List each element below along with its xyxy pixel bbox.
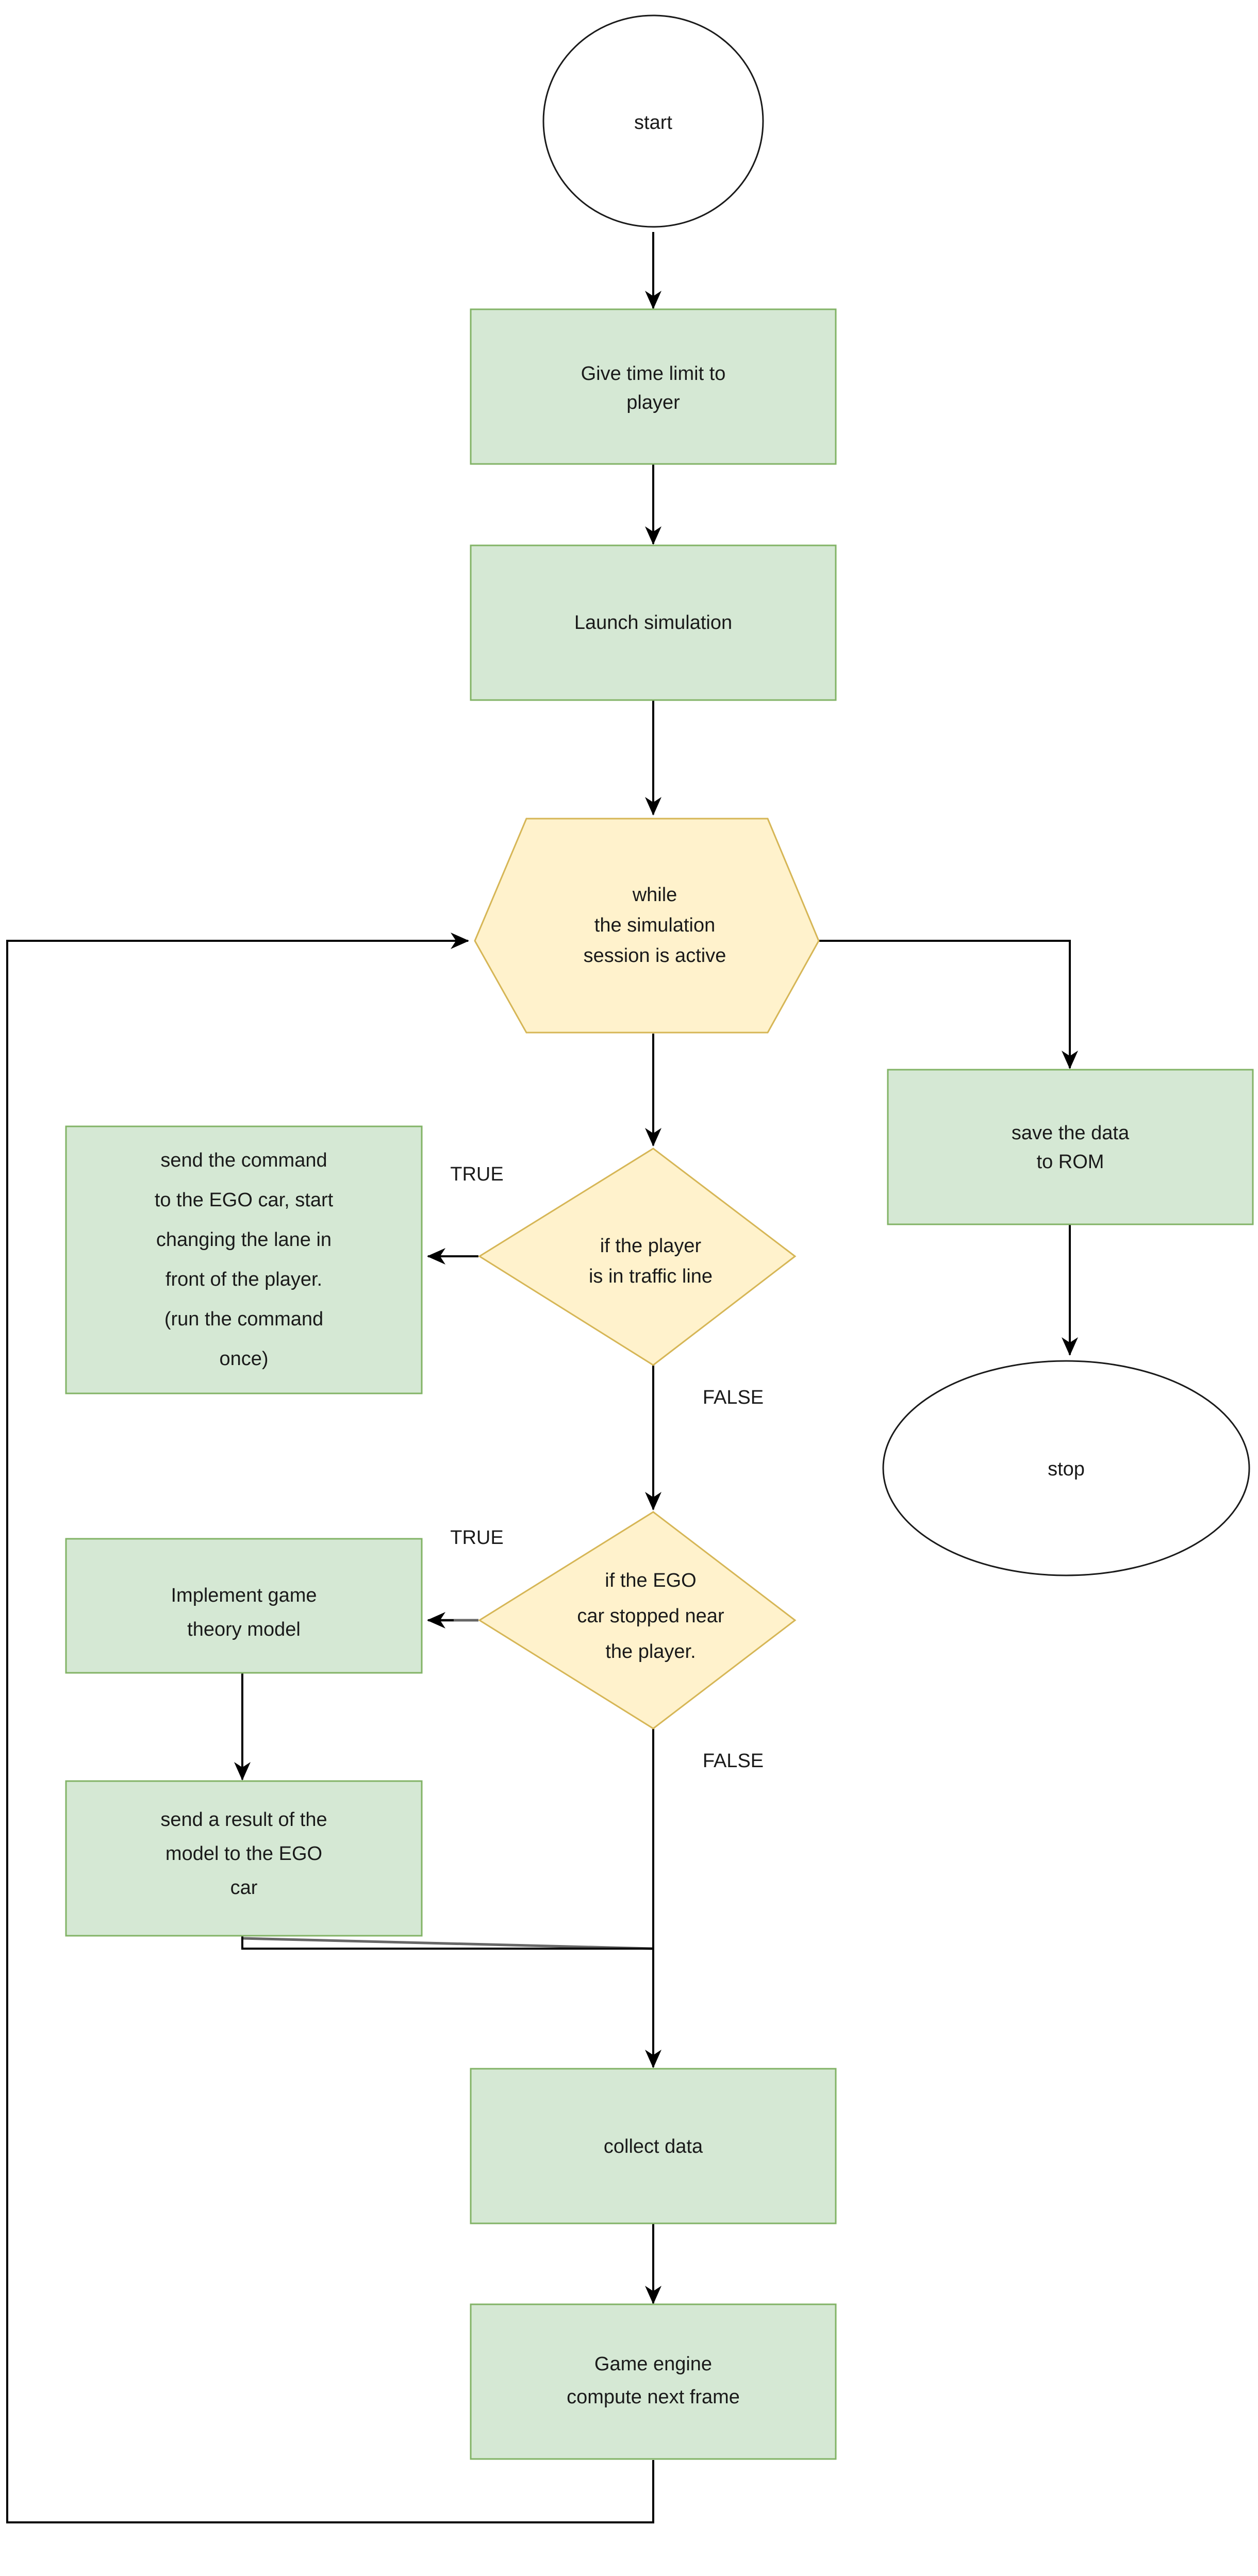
decision-ego-label-line2: car stopped near xyxy=(577,1605,724,1627)
send-command-label-line6: once) xyxy=(219,1348,268,1370)
start-ellipse-shape xyxy=(542,14,764,228)
node-start[interactable]: start xyxy=(542,14,764,228)
decision-traffic-label-line2: is in traffic line xyxy=(589,1266,713,1287)
send-command-label-line3: changing the lane in xyxy=(156,1229,332,1251)
node-while-loop[interactable]: while the simulation session is active xyxy=(474,818,820,1034)
decision-traffic-label-line1: if the player xyxy=(600,1235,702,1257)
send-command-label-line1: send the command xyxy=(160,1150,327,1171)
game-engine-label-line1: Game engine xyxy=(594,2353,712,2375)
edge-while-loop-to-save-data xyxy=(819,940,1078,1069)
collect-data-box-shape xyxy=(470,2068,837,2224)
give-time-limit-label-line1: Give time limit to xyxy=(581,363,726,385)
node-stop[interactable]: stop xyxy=(882,1360,1250,1576)
save-data-label-line1: save the data xyxy=(1012,1122,1130,1144)
node-launch-simulation[interactable]: Launch simulation xyxy=(470,544,837,701)
send-result-label-line1: send a result of the xyxy=(160,1809,327,1831)
edge-game-engine-loopback-to-while-loop xyxy=(6,933,654,2523)
stop-label: stop xyxy=(1048,1458,1085,1480)
send-result-box-shape xyxy=(65,1780,423,1937)
edge-send-result-merge-gray xyxy=(242,1937,653,1950)
launch-simulation-box-shape xyxy=(470,544,837,701)
node-decision-ego-stopped[interactable]: if the EGO car stopped near the player. xyxy=(478,1511,797,1730)
implement-model-label-line1: Implement game xyxy=(171,1585,317,1606)
node-give-time-limit[interactable]: Give time limit to player xyxy=(470,308,837,465)
while-loop-label-line3: session is active xyxy=(584,945,726,967)
node-send-command[interactable]: send the command to the EGO car, start c… xyxy=(65,1125,423,1394)
edge-label-ego-false: FALSE xyxy=(703,1750,764,1772)
while-loop-hexagon-shape xyxy=(474,818,820,1034)
give-time-limit-box-shape xyxy=(470,308,837,465)
give-time-limit-label-line2: player xyxy=(626,392,680,413)
send-command-label-line5: (run the command xyxy=(164,1308,323,1330)
save-data-label-line2: to ROM xyxy=(1037,1151,1104,1173)
node-game-engine[interactable]: Game engine compute next frame xyxy=(470,2303,837,2460)
decision-traffic-diamond-shape xyxy=(478,1148,797,1366)
collect-data-label: collect data xyxy=(604,2136,703,2157)
node-collect-data[interactable]: collect data xyxy=(470,2068,837,2224)
node-save-data[interactable]: save the data to ROM xyxy=(887,1069,1254,1225)
send-result-label-line2: model to the EGO xyxy=(165,1843,322,1865)
send-command-label-line4: front of the player. xyxy=(165,1269,322,1290)
start-label: start xyxy=(634,112,672,134)
edge-label-ego-true: TRUE xyxy=(450,1527,503,1549)
send-command-label-line2: to the EGO car, start xyxy=(155,1189,334,1211)
stop-ellipse-shape xyxy=(882,1360,1250,1576)
edge-label-traffic-false: FALSE xyxy=(703,1387,764,1408)
decision-ego-label-line3: the player. xyxy=(605,1641,696,1663)
node-send-result[interactable]: send a result of the model to the EGO ca… xyxy=(65,1780,423,1937)
while-loop-label-line1: while xyxy=(632,884,677,906)
send-result-label-line3: car xyxy=(230,1877,258,1899)
decision-ego-label-line1: if the EGO xyxy=(605,1570,696,1591)
edge-label-traffic-true: TRUE xyxy=(450,1164,503,1185)
send-command-box-shape xyxy=(65,1125,423,1394)
game-engine-label-line2: compute next frame xyxy=(567,2386,740,2408)
implement-model-box-shape xyxy=(65,1538,423,1674)
implement-model-label-line2: theory model xyxy=(187,1619,301,1640)
decision-ego-diamond-shape xyxy=(478,1511,797,1730)
node-decision-traffic-line[interactable]: if the player is in traffic line xyxy=(478,1148,797,1366)
launch-simulation-label: Launch simulation xyxy=(574,612,732,634)
edge-send-result-to-collect-data xyxy=(241,1936,653,1950)
while-loop-label-line2: the simulation xyxy=(594,915,715,936)
node-implement-model[interactable]: Implement game theory model xyxy=(65,1538,423,1674)
save-data-box-shape xyxy=(887,1069,1254,1225)
game-engine-box-shape xyxy=(470,2303,837,2460)
